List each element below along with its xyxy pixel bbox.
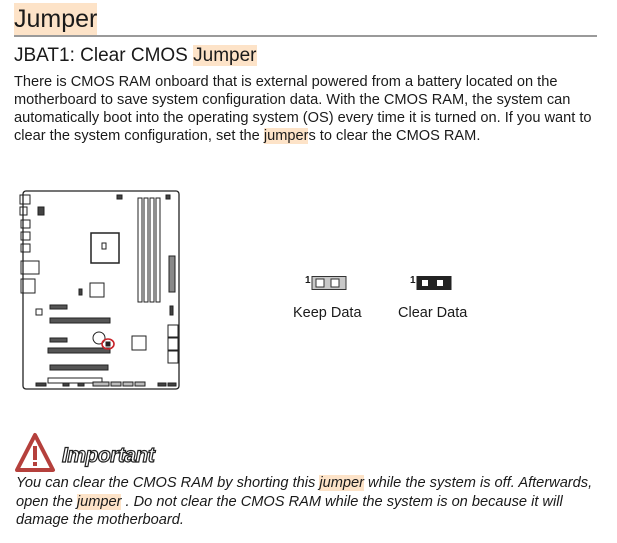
jumper-open-icon	[311, 276, 347, 290]
section-title: Jumper	[14, 3, 98, 35]
bottom-headers	[35, 381, 177, 387]
warning-icon	[15, 433, 55, 472]
pcie-x1-slot	[49, 337, 68, 343]
chipset	[131, 335, 147, 351]
jumper-clear-data: 1	[410, 275, 452, 295]
power-connector	[37, 206, 45, 216]
sata-port	[167, 324, 179, 338]
io-port	[20, 243, 31, 253]
io-port	[20, 260, 40, 275]
subtitle: JBAT1: Clear CMOS Jumper	[14, 44, 257, 68]
io-port	[20, 278, 36, 294]
note-text: while the system is off. Afterwards, ope…	[16, 475, 593, 510]
sata-port	[167, 337, 179, 351]
io-port	[20, 219, 31, 229]
note-highlight: jumper	[319, 475, 364, 491]
cpu-mark	[101, 242, 107, 250]
important-note: You can clear the CMOS RAM by shorting t…	[16, 474, 611, 530]
battery	[92, 331, 106, 345]
jumper-shorted-icon	[416, 276, 452, 290]
pcie-x1-slot	[49, 304, 68, 310]
note-text: . Do not clear the CMOS RAM while the sy…	[16, 493, 563, 529]
note-text: You can clear the CMOS RAM by shorting t…	[16, 475, 320, 491]
pin-label: 1	[305, 275, 311, 286]
jumper-keep-data-label: Keep Data	[293, 305, 362, 321]
io-port	[19, 206, 28, 216]
chip	[35, 308, 43, 316]
pin-label: 1	[410, 275, 416, 286]
subtitle-highlight: Jumper	[193, 45, 257, 66]
intro-text: There is CMOS RAM onboard that is extern…	[14, 74, 592, 144]
intro-text-end: s to clear the CMOS RAM.	[308, 128, 481, 144]
motherboard-diagram	[19, 190, 180, 390]
cpu-socket	[90, 232, 120, 264]
intro-highlight: jumper	[263, 128, 309, 144]
pcie-x16-slot	[49, 317, 111, 324]
subtitle-prefix: JBAT1: Clear CMOS	[14, 45, 194, 66]
jumper-clear-data-label: Clear Data	[398, 305, 468, 321]
io-port	[19, 194, 31, 205]
io-port	[20, 231, 31, 241]
board-outline	[22, 190, 180, 390]
chip	[89, 282, 105, 298]
jbat1-highlight-marker	[101, 338, 115, 350]
important-label: Important	[61, 443, 155, 467]
title-divider	[14, 35, 597, 37]
intro-paragraph: There is CMOS RAM onboard that is extern…	[14, 73, 604, 145]
sata-port	[167, 350, 179, 364]
pci-slot	[47, 377, 103, 384]
dimm-slots	[137, 197, 161, 303]
pcie-x16-slot	[49, 364, 109, 371]
pcie-x16-slot	[47, 347, 111, 354]
atx-power	[168, 255, 176, 293]
note-highlight: jumper	[76, 493, 122, 510]
jumper-keep-data: 1	[305, 275, 347, 295]
